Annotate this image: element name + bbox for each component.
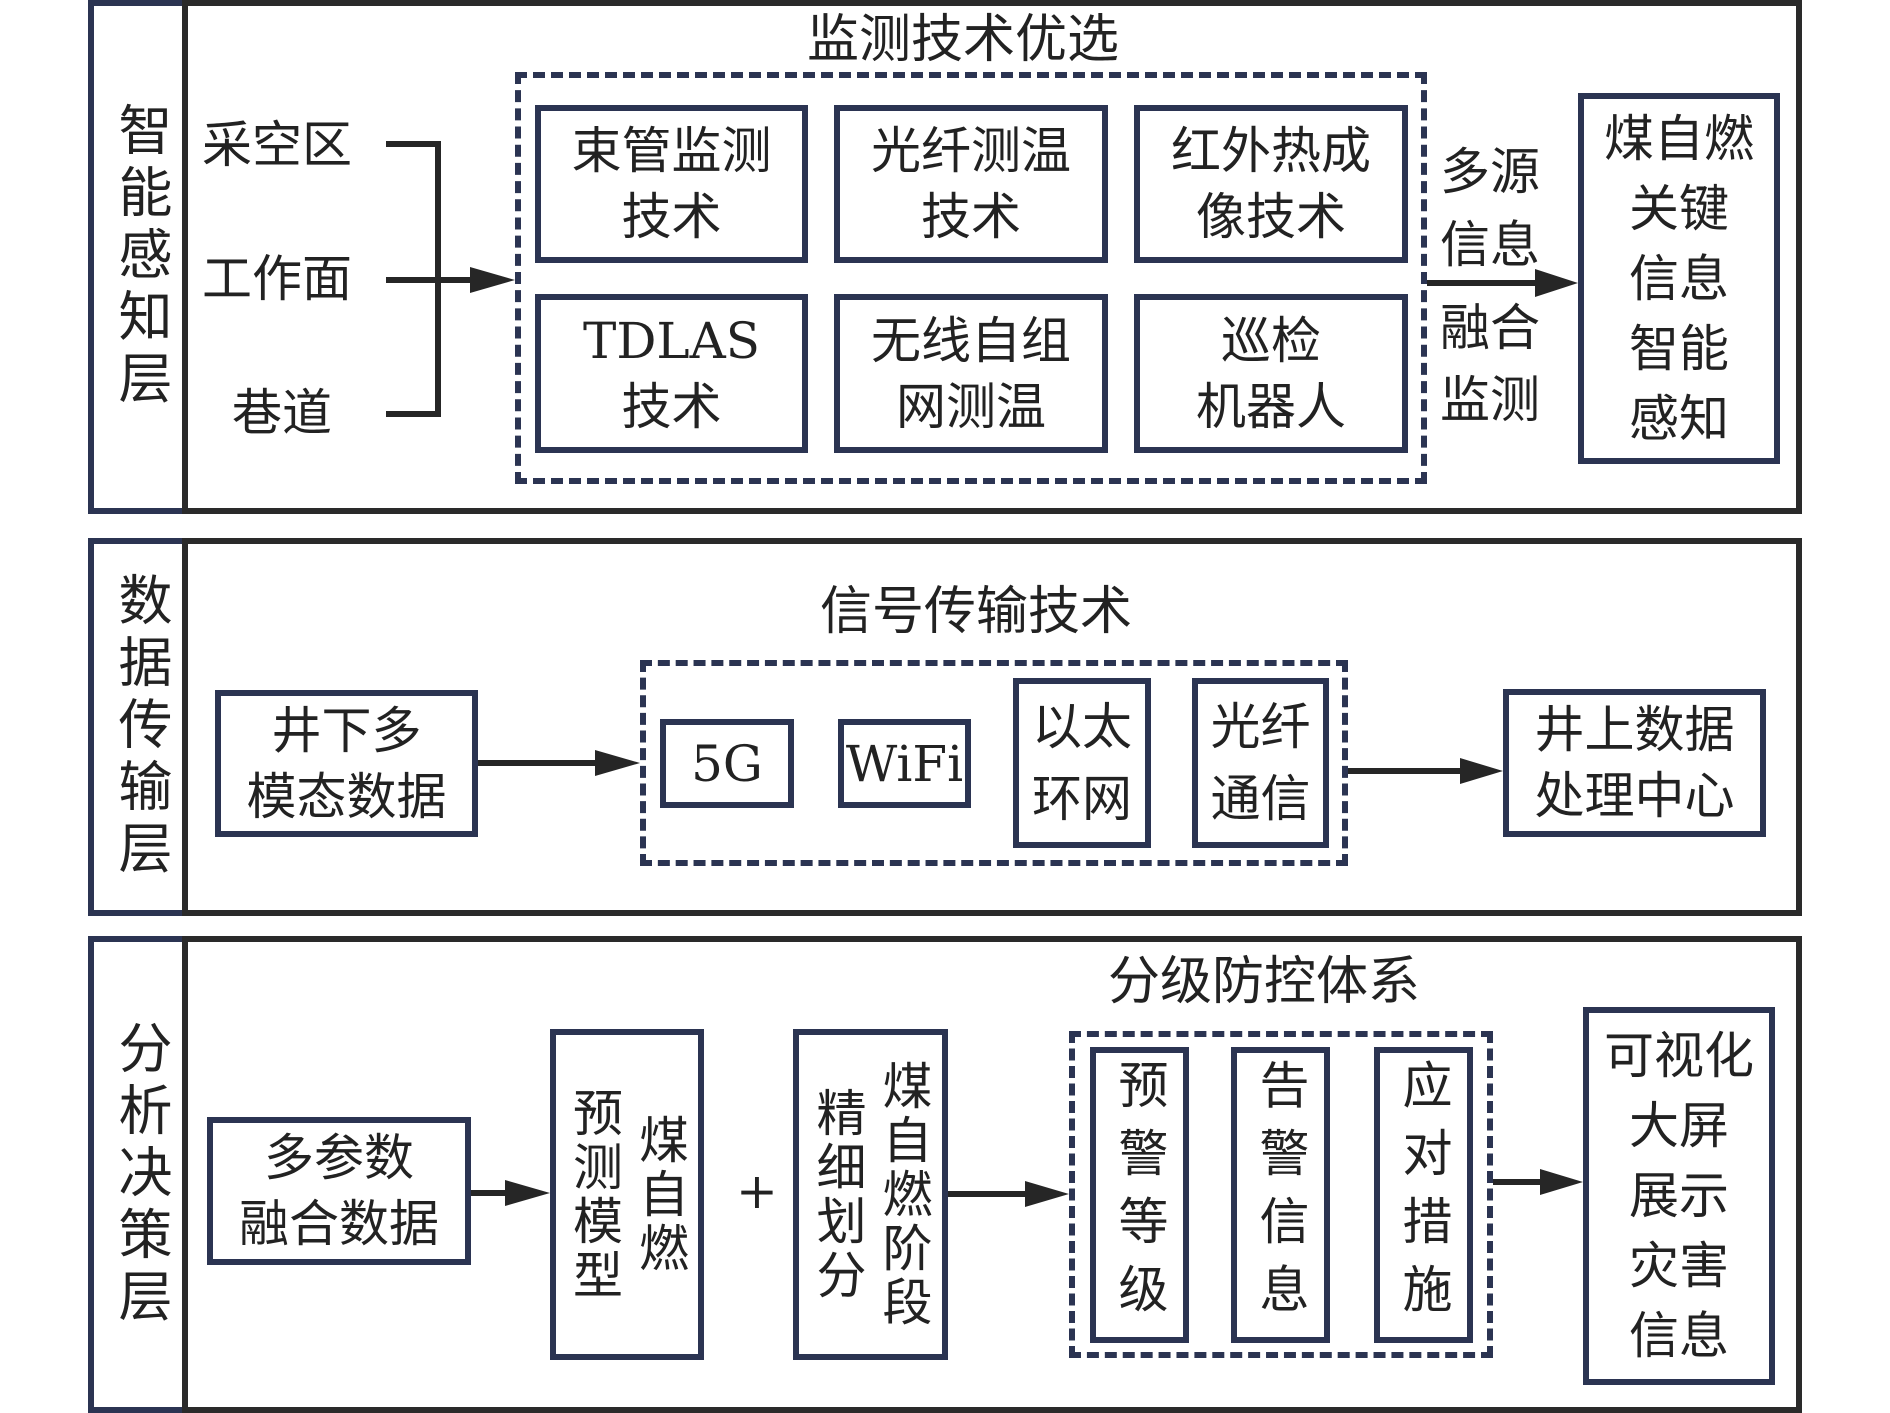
arrowhead-icon: [1540, 1169, 1583, 1195]
tech-bundle-tube: 束管监测 技术: [535, 105, 808, 263]
channel-wifi: WiFi: [838, 719, 971, 808]
layer-label-text: 智能感知层: [109, 102, 172, 412]
fusion-label-line1: 多源: [1440, 143, 1540, 201]
source-roadway: 巷道: [232, 384, 332, 442]
layer-frame-decision: [182, 936, 1802, 1413]
group-title-transmission: 信号传输技术: [820, 582, 1133, 642]
source-goaf: 采空区: [202, 116, 352, 174]
fusion-label-line3: 融合: [1440, 299, 1540, 357]
fusion-label-line2: 信息: [1440, 216, 1540, 274]
source-working-face: 工作面: [202, 250, 352, 308]
control-alarm-info: 告警信息: [1231, 1047, 1330, 1343]
channel-fiber-comm: 光纤 通信: [1192, 678, 1329, 848]
channel-5g: 5G: [660, 719, 794, 808]
layer-label-perception: 智能感知层: [88, 0, 186, 514]
tech-patrol-robot: 巡检 机器人: [1134, 294, 1408, 453]
layer-label-decision: 分析决策层: [88, 936, 186, 1413]
tech-wireless-mesh: 无线自组 网测温: [834, 294, 1108, 453]
layer-frame-perception: [182, 0, 1802, 514]
layer-label-text: 分析决策层: [109, 1019, 172, 1330]
arrowhead-icon: [595, 750, 640, 776]
output-visualization: 可视化 大屏 展示 灾害 信息: [1583, 1007, 1775, 1385]
layer-frame-transmission: [182, 538, 1802, 916]
channel-ethernet-ring: 以太 环网: [1013, 678, 1151, 848]
tech-infrared: 红外热成 像技术: [1134, 105, 1408, 263]
group-title-control: 分级防控体系: [1108, 952, 1421, 1012]
group-transmission-tech: [640, 660, 1348, 866]
layer-label-transmission: 数据传输层: [88, 538, 186, 916]
layer-label-text: 数据传输层: [109, 572, 172, 882]
group-control-system: [1069, 1031, 1493, 1358]
tech-tdlas: TDLAS 技术: [535, 294, 808, 453]
input-multiparam-data: 多参数 融合数据: [207, 1117, 471, 1265]
group-title-monitoring: 监测技术优选: [807, 10, 1120, 70]
arrowhead-icon: [505, 1180, 550, 1206]
output-surface-center: 井上数据 处理中心: [1503, 689, 1766, 837]
arrowhead-icon: [1460, 758, 1503, 784]
arrowhead-icon: [470, 267, 515, 293]
arrowhead-icon: [1535, 269, 1578, 297]
plus-sign: +: [736, 1162, 778, 1220]
stage-division: 煤自燃阶段 精细划分: [793, 1029, 948, 1360]
control-warning-level: 预警等级: [1090, 1047, 1189, 1343]
output-key-info-perception: 煤自燃 关键 信息 智能 感知: [1578, 93, 1780, 464]
tech-fiber-temp: 光纤测温 技术: [834, 105, 1108, 263]
arrowhead-icon: [1025, 1181, 1069, 1207]
fusion-label-line4: 监测: [1440, 371, 1540, 429]
group-monitoring-tech: [515, 72, 1427, 484]
control-countermeasures: 应对措施: [1374, 1047, 1473, 1343]
prediction-model: 煤自燃 预测模型: [550, 1029, 704, 1360]
input-underground-data: 井下多 模态数据: [215, 690, 478, 837]
